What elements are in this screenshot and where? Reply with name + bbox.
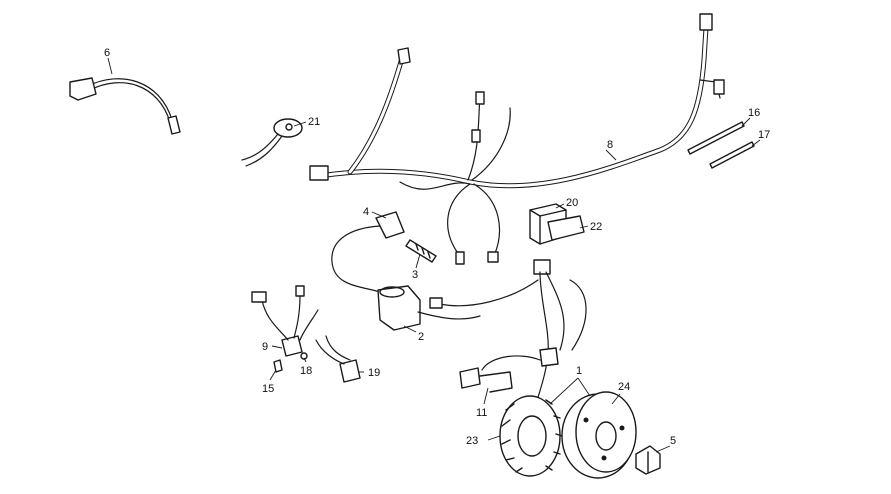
callout-15: 15 (262, 383, 274, 395)
part-21-switch (241, 118, 303, 167)
callout-16: 16 (748, 107, 760, 119)
callout-8: 8 (607, 139, 613, 151)
part-6-sensor-cable (69, 77, 181, 135)
callout-19: 19 (368, 367, 380, 379)
part-4-plug-cap (331, 211, 405, 293)
callout-5: 5 (670, 435, 676, 447)
callout-4: 4 (363, 206, 369, 218)
callout-11: 11 (476, 407, 487, 419)
part-15-screw (273, 359, 283, 373)
part-19-connector (315, 335, 361, 383)
callout-18: 18 (300, 365, 312, 377)
part-24-flywheel (561, 391, 637, 479)
part-17-cable-tie (709, 141, 755, 169)
part-23-stator (499, 395, 563, 477)
callout-labels: 1 2 3 4 5 6 8 9 11 15 16 17 18 19 20 21 … (104, 47, 770, 447)
part-5-flywheel-nut (635, 445, 661, 475)
callout-21: 21 (308, 116, 320, 128)
callout-2: 2 (418, 331, 424, 343)
callout-23: 23 (466, 435, 478, 447)
part-11-pickup (459, 355, 541, 393)
callout-1: 1 (576, 365, 582, 377)
callout-22: 22 (590, 221, 602, 233)
callout-9: 9 (262, 341, 268, 353)
part-9-regulator (251, 285, 319, 357)
part-8-wiring-harness (309, 13, 725, 265)
callout-24: 24 (618, 381, 630, 393)
stator-wiring (429, 259, 587, 405)
callout-6: 6 (104, 47, 110, 59)
part-3-spark-plug (405, 239, 437, 263)
callout-leaders (107, 57, 761, 453)
part-2-ignition-coil (377, 285, 481, 331)
part-16-cable-tie (687, 121, 745, 155)
callout-17: 17 (758, 129, 770, 141)
callout-20: 20 (566, 197, 578, 209)
part-22-holder (547, 215, 585, 241)
callout-3: 3 (412, 269, 418, 281)
